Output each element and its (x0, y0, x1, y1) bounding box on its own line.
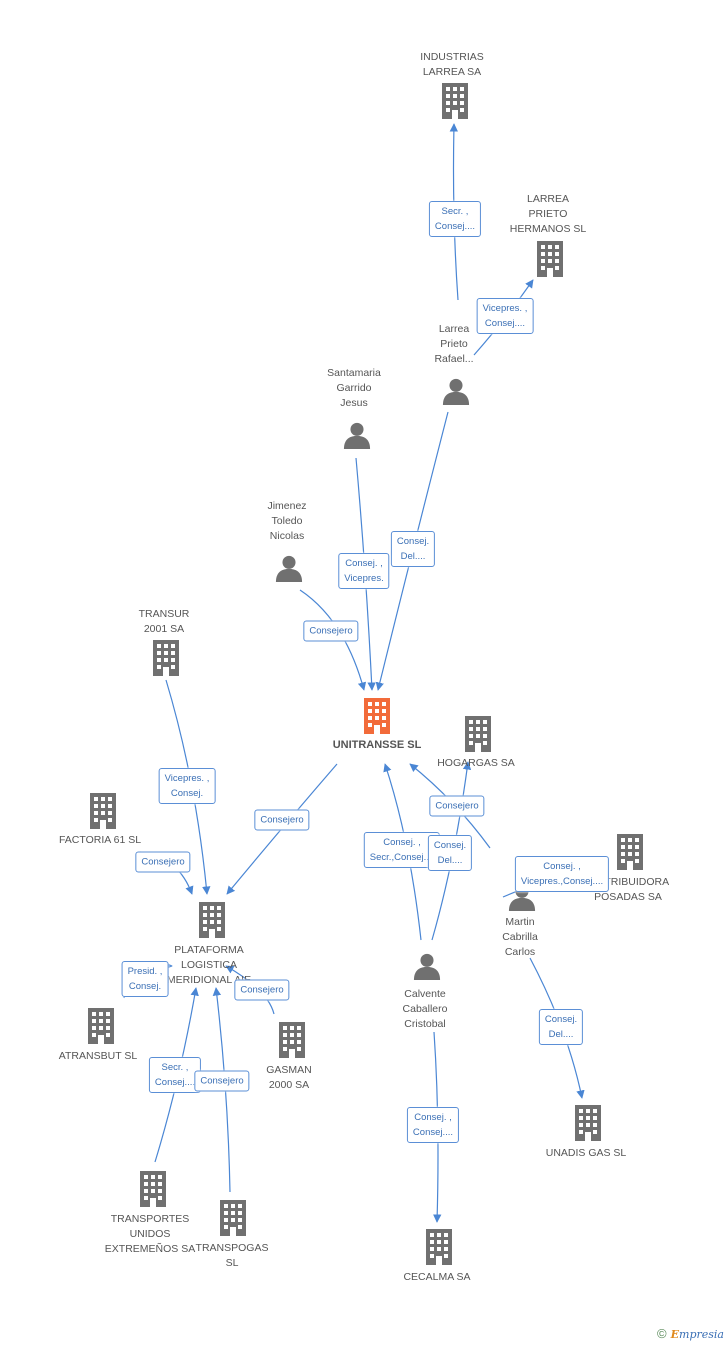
edge-label-martin-to-unadis[interactable]: Consej. Del.... (538, 1009, 584, 1045)
node-label-transpogas[interactable]: TRANSPOGAS SL (195, 1242, 269, 1269)
node-label-atransbut[interactable]: ATRANSBUT SL (58, 1050, 138, 1062)
node-label-larrea_prieto_rafael[interactable]: Larrea Prieto Rafael... (434, 323, 474, 365)
node-label-unadis[interactable]: UNADIS GAS SL (545, 1147, 627, 1159)
edge-label-calvente-to-unitransse[interactable]: Consej. , Secr.,Consej.... (363, 832, 441, 868)
edge-label-unitransse-to-plataforma[interactable]: Consejero (254, 809, 310, 831)
node-label-transportes_unidos[interactable]: TRANSPORTES UNIDOS EXTREMEÑOS SA (104, 1213, 196, 1255)
brand-name: mpresia (679, 1328, 724, 1341)
edge-label-gasman-to-plataforma[interactable]: Consejero (234, 979, 290, 1001)
building-icon[interactable] (279, 1022, 305, 1058)
edge-label-transportes_unidos-to-plataforma[interactable]: Secr. , Consej.... (148, 1057, 202, 1093)
edge-label-santamaria-to-unitransse[interactable]: Consej. , Vicepres. (338, 553, 390, 589)
edge-label-calvente-to-cecalma[interactable]: Consej. , Consej.... (406, 1107, 460, 1143)
building-icon[interactable] (88, 1008, 114, 1044)
building-icon[interactable] (140, 1171, 166, 1207)
node-label-calvente[interactable]: Calvente Caballero Cristobal (402, 988, 448, 1030)
edge-label-calvente-to-hogargas[interactable]: Consej. Del.... (427, 835, 473, 871)
building-icon[interactable] (442, 83, 468, 119)
node-label-larrea_prieto_hermanos[interactable]: LARREA PRIETO HERMANOS SL (509, 193, 587, 235)
edge-label-larrea_prieto_rafael-to-unitransse[interactable]: Consej. Del.... (390, 531, 436, 567)
main-company-building-icon[interactable] (364, 698, 390, 734)
footer-brand[interactable]: ©Empresia (657, 1326, 724, 1341)
node-label-jimenez[interactable]: Jimenez Toledo Nicolas (267, 500, 307, 542)
building-icon[interactable] (90, 793, 116, 829)
edge-label-factoria61-to-plataforma[interactable]: Consejero (135, 851, 191, 873)
person-icon[interactable] (343, 422, 371, 449)
building-icon[interactable] (220, 1200, 246, 1236)
building-icon[interactable] (426, 1229, 452, 1265)
edge-label-martin-to-distribuidora[interactable]: Consej. , Vicepres.,Consej.... (514, 856, 610, 892)
copyright-icon: © (657, 1326, 667, 1341)
building-icon[interactable] (575, 1105, 601, 1141)
person-icon[interactable] (442, 378, 470, 405)
brand-logo-letter: E (670, 1328, 680, 1341)
building-icon[interactable] (465, 716, 491, 752)
node-label-santamaria[interactable]: Santamaria Garrido Jesus (327, 367, 381, 409)
node-label-gasman[interactable]: GASMAN 2000 SA (266, 1064, 312, 1091)
node-label-transur[interactable]: TRANSUR 2001 SA (138, 608, 190, 635)
edge-label-larrea_prieto_rafael-to-industrias_larrea[interactable]: Secr. , Consej.... (428, 201, 482, 237)
building-icon[interactable] (537, 241, 563, 277)
node-label-martin[interactable]: Martin Cabrilla Carlos (502, 916, 538, 958)
node-label-hogargas[interactable]: HOGARGAS SA (437, 757, 515, 769)
edge-label-transpogas-to-plataforma[interactable]: Consejero (194, 1070, 250, 1092)
person-icon[interactable] (275, 555, 303, 582)
node-label-cecalma[interactable]: CECALMA SA (403, 1271, 471, 1283)
edge-label-larrea_prieto_rafael-to-larrea_prieto_hermanos[interactable]: Vicepres. , Consej.... (476, 298, 534, 334)
edge-label-atransbut-to-plataforma[interactable]: Presid. , Consej. (121, 961, 169, 997)
node-label-unitransse[interactable]: UNITRANSSE SL (332, 739, 422, 751)
node-label-industrias_larrea[interactable]: INDUSTRIAS LARREA SA (420, 51, 484, 78)
person-icon[interactable] (413, 953, 441, 980)
edge-label-jimenez-to-unitransse[interactable]: Consejero (303, 620, 359, 642)
building-icon[interactable] (199, 902, 225, 938)
edge-label-transur-to-plataforma[interactable]: Vicepres. , Consej. (158, 768, 216, 804)
building-icon[interactable] (617, 834, 643, 870)
building-icon[interactable] (153, 640, 179, 676)
edge-label-martin-to-unitransse[interactable]: Consejero (429, 795, 485, 817)
node-label-factoria61[interactable]: FACTORIA 61 SL (58, 834, 142, 846)
